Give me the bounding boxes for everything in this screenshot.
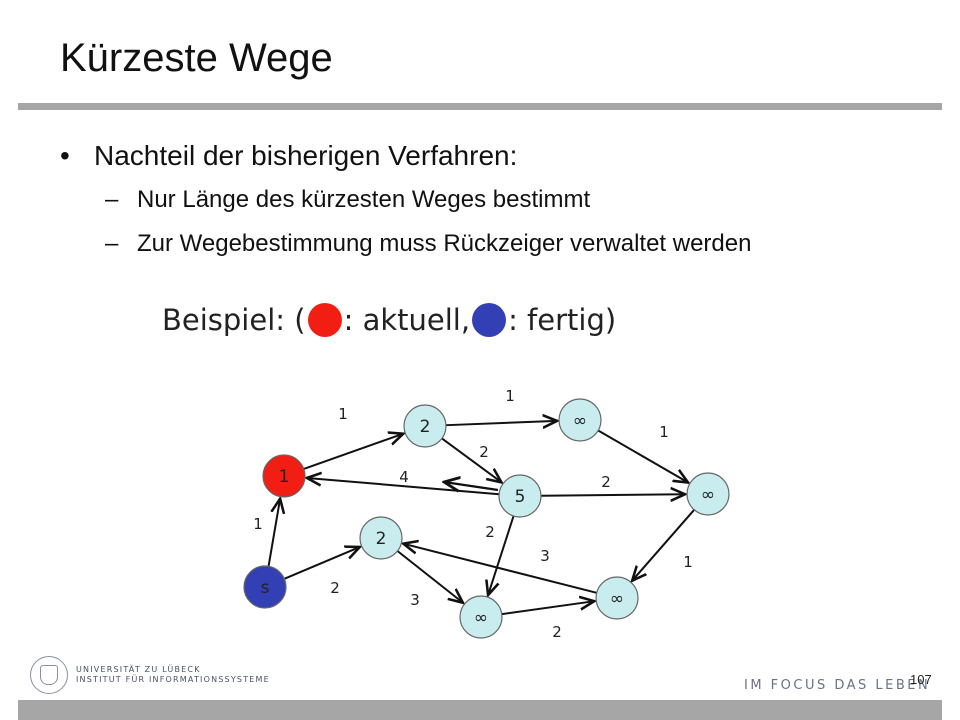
graph-node-f: 2 [359, 516, 403, 560]
footer-slogan: IM FOCUS DAS LEBEN [744, 678, 931, 693]
edge-weight-label: 2 [485, 523, 495, 541]
edge-d-e [540, 494, 685, 496]
graph-node-e: ∞ [686, 472, 730, 516]
edge-weight-label: 1 [659, 423, 669, 441]
graph-node-c: ∞ [558, 398, 602, 442]
node-label: ∞ [610, 589, 624, 609]
edge-weight-label: 1 [253, 515, 263, 533]
institute-name: INSTITUT FÜR INFORMATIONSSYSTEME [76, 675, 270, 684]
sub-item: – Nur Länge des kürzesten Weges bestimmt [105, 186, 590, 214]
node-circle [498, 474, 542, 518]
node-circle [403, 404, 447, 448]
node-circle [243, 565, 287, 609]
edge-weight-label: 1 [683, 553, 693, 571]
edge-weight-label: 1 [338, 405, 348, 423]
graph-node-s: s [243, 565, 287, 609]
node-label: 5 [515, 487, 526, 507]
university-logo: UNIVERSITÄT ZU LÜBECK INSTITUT FÜR INFOR… [30, 656, 270, 694]
edge-weight-label: 2 [601, 473, 611, 491]
edge-weight-label: 2 [479, 443, 489, 461]
legend-current-label: : aktuell, [343, 303, 471, 337]
bullet-text: Nachteil der bisherigen Verfahren: [94, 140, 518, 171]
edge-s-a [267, 499, 281, 567]
edge-b-c [445, 421, 557, 425]
legend: Beispiel: ( : aktuell, : fertig) [162, 303, 616, 337]
edge-g-h [501, 601, 594, 616]
footer-bar [18, 700, 942, 720]
legend-done-label: : fertig) [508, 303, 617, 337]
node-circle [262, 454, 306, 498]
bullet-marker: • [60, 140, 70, 171]
graph-node-b: 2 [403, 404, 447, 448]
edge-e-h [632, 509, 695, 581]
node-circle [359, 516, 403, 560]
edge-weight-label: 3 [410, 591, 420, 609]
graph-node-d: 5 [498, 474, 542, 518]
current-node-swatch [307, 303, 342, 337]
node-label: 1 [279, 467, 290, 487]
legend-prefix: Beispiel: ( [162, 303, 306, 337]
edge-weight-label: 2 [330, 579, 340, 597]
edge-h-f [403, 544, 597, 594]
edge-d-a [307, 478, 500, 496]
edge-a-b [303, 434, 404, 470]
edge-d-g [488, 515, 515, 595]
university-name: UNIVERSITÄT ZU LÜBECK [76, 665, 201, 674]
graph-node-a: 1 [262, 454, 306, 498]
edge-c-e [597, 429, 688, 483]
node-label: ∞ [701, 485, 715, 505]
graph-node-h: ∞ [595, 576, 639, 620]
node-circle [595, 576, 639, 620]
title-divider [18, 103, 942, 110]
bullet-item: • Nachteil der bisherigen Verfahren: [60, 140, 517, 172]
node-label: 2 [420, 417, 431, 437]
node-circle [459, 595, 503, 639]
node-circle [558, 398, 602, 442]
sub-item-text: Zur Wegebestimmung muss Rückzeiger verwa… [137, 230, 752, 257]
node-label: s [261, 578, 270, 598]
node-label: ∞ [474, 608, 488, 628]
node-label: ∞ [573, 411, 587, 431]
edge-weight-label: 4 [399, 468, 409, 486]
node-label: 2 [376, 529, 387, 549]
node-circle [686, 472, 730, 516]
edge-weight-label: 1 [505, 387, 515, 405]
page-number: 107 [910, 672, 932, 687]
edge-b-d [441, 437, 502, 482]
dash-marker: – [105, 186, 119, 213]
edge-f-g [396, 550, 462, 603]
sub-item: – Zur Wegebestimmung muss Rückzeiger ver… [105, 230, 857, 288]
sub-item-text: Nur Länge des kürzesten Weges bestimmt [137, 186, 591, 213]
university-seal-icon [30, 656, 68, 694]
slide-title: Kürzeste Wege [60, 36, 333, 80]
done-node-swatch [472, 303, 507, 337]
back-pointer-arrow [444, 482, 499, 490]
edge-s-f [283, 547, 359, 580]
dash-marker: – [105, 230, 119, 257]
graph-node-g: ∞ [459, 595, 503, 639]
edge-weight-label: 2 [552, 623, 562, 641]
edge-weight-label: 3 [540, 547, 550, 565]
